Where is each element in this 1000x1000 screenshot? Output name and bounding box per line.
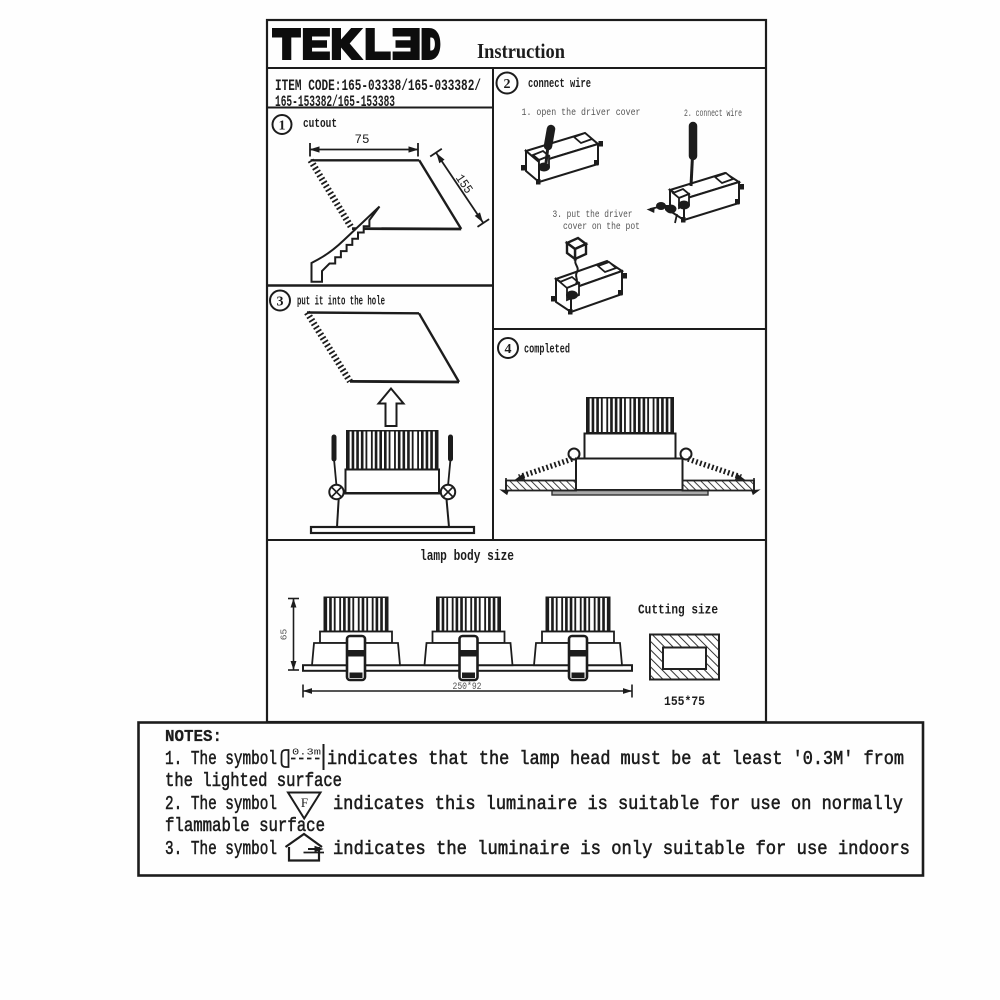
svg-text:0.3m: 0.3m xyxy=(292,747,321,758)
svg-text:Cutting size: Cutting size xyxy=(638,603,718,619)
svg-text:Instruction: Instruction xyxy=(477,39,565,63)
svg-text:NOTES:: NOTES: xyxy=(165,728,222,747)
svg-text:155*75: 155*75 xyxy=(664,694,705,709)
svg-text:1. open the driver cover: 1. open the driver cover xyxy=(522,107,641,119)
svg-text:75: 75 xyxy=(355,132,370,147)
svg-text:cover on the pot: cover on the pot xyxy=(563,221,640,233)
svg-text:ITEM CODE:165-03338/165-033382: ITEM CODE:165-03338/165-033382/ xyxy=(275,77,481,95)
svg-text:2: 2 xyxy=(504,77,511,92)
svg-text:F: F xyxy=(301,795,308,810)
svg-text:3. The symbol: 3. The symbol xyxy=(165,838,277,860)
svg-text:indicates the luminaire is onl: indicates the luminaire is only suitable… xyxy=(333,838,910,860)
svg-text:indicates that the lamp head m: indicates that the lamp head must be at … xyxy=(327,748,904,770)
svg-text:put it into the hole: put it into the hole xyxy=(297,295,385,309)
svg-text:165-153382/165-153383: 165-153382/165-153383 xyxy=(275,93,395,111)
svg-text:3. put the driver: 3. put the driver xyxy=(553,209,633,221)
svg-text:4: 4 xyxy=(505,342,512,357)
svg-text:2. The symbol: 2. The symbol xyxy=(165,793,277,815)
svg-text:completed: completed xyxy=(524,343,570,357)
svg-text:1. The symbol: 1. The symbol xyxy=(165,748,277,770)
svg-text:flammable surface: flammable surface xyxy=(165,815,325,837)
svg-text:3: 3 xyxy=(277,295,284,310)
svg-text:1: 1 xyxy=(279,119,286,134)
svg-text:connect wire: connect wire xyxy=(528,77,591,91)
svg-text:2. connect wire: 2. connect wire xyxy=(684,108,742,120)
svg-text:65: 65 xyxy=(279,629,290,641)
svg-text:250*92: 250*92 xyxy=(453,681,482,693)
svg-text:cutout: cutout xyxy=(303,117,337,131)
svg-text:lamp body size: lamp body size xyxy=(420,549,514,565)
svg-text:indicates this luminaire is su: indicates this luminaire is suitable for… xyxy=(333,793,903,815)
svg-text:the lighted surface: the lighted surface xyxy=(165,770,342,792)
